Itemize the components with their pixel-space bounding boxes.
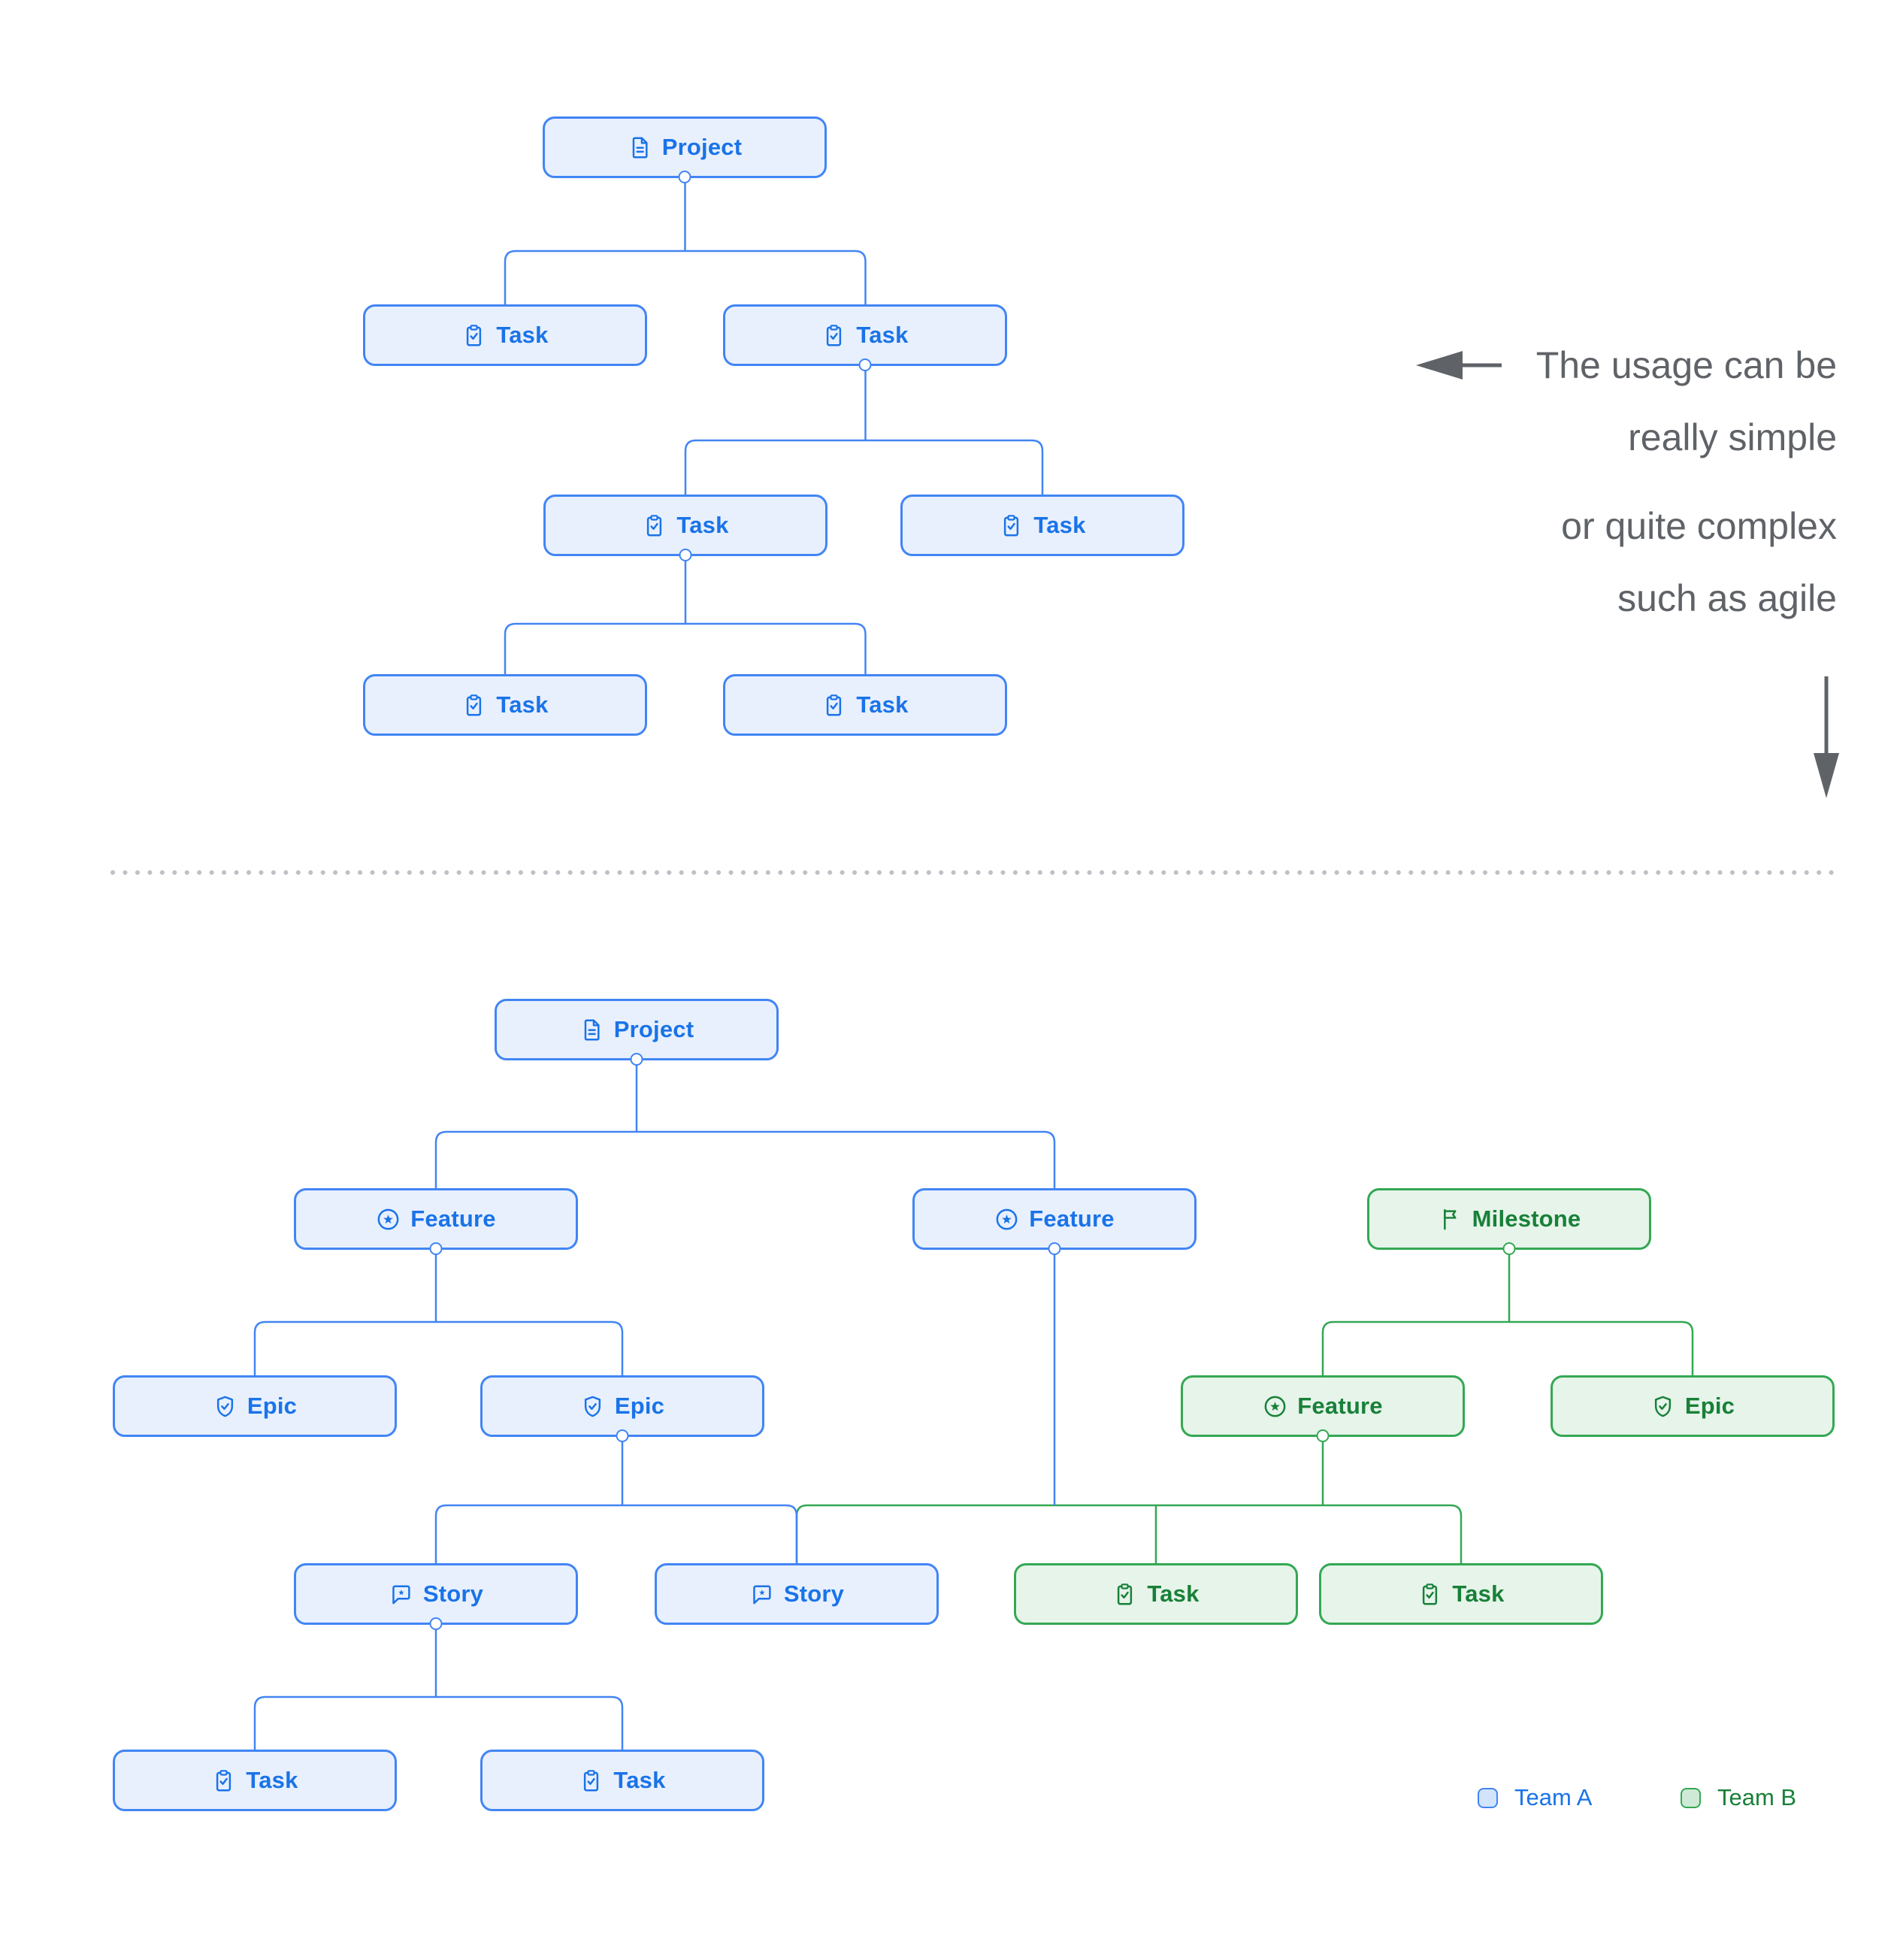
node-feature-team-b: Feature — [1181, 1375, 1465, 1442]
connector-dot — [616, 1429, 629, 1442]
node-task-4: Task — [900, 495, 1184, 556]
node-task-7: Task — [113, 1750, 397, 1811]
connector-dot — [1048, 1242, 1061, 1255]
node-story-2: Story — [655, 1563, 939, 1625]
node-epic-2: Epic — [480, 1375, 764, 1442]
node-label: Task — [676, 512, 729, 538]
story-icon — [749, 1582, 774, 1607]
node-label: Task — [1033, 512, 1086, 538]
node-label: Task — [496, 691, 549, 718]
task-icon — [642, 513, 667, 538]
green-connectors — [795, 1250, 1694, 1563]
node-task-team-b-2: Task — [1319, 1563, 1603, 1625]
node-label: Feature — [410, 1205, 496, 1232]
annotation-line: such as agile — [1617, 577, 1837, 619]
down-arrow-icon — [1814, 676, 1839, 798]
team-b-label: Team B — [1717, 1784, 1797, 1810]
feature-icon — [1263, 1394, 1287, 1419]
connector-dot — [679, 549, 692, 561]
feature-icon — [994, 1207, 1019, 1232]
connector-dot — [429, 1617, 443, 1630]
task-icon — [461, 693, 486, 718]
node-task-1: Task — [363, 304, 647, 366]
feature-icon — [376, 1207, 401, 1232]
node-epic-team-b: Epic — [1551, 1375, 1835, 1437]
node-task-8: Task — [480, 1750, 764, 1811]
connector-dot — [630, 1053, 643, 1066]
blue-connectors — [253, 178, 1056, 1750]
task-icon — [211, 1768, 236, 1793]
annotation-line: really simple — [1628, 416, 1837, 458]
node-project-simple: Project — [543, 116, 827, 183]
node-project-complex: Project — [495, 999, 779, 1066]
epic-icon — [213, 1394, 237, 1419]
node-label: Task — [1147, 1580, 1200, 1607]
left-arrow-icon — [1416, 351, 1502, 380]
node-story-1: Story — [294, 1563, 578, 1630]
legend-team-b: Team B — [1681, 1784, 1796, 1811]
milestone-icon — [1438, 1207, 1463, 1232]
node-label: Task — [613, 1767, 666, 1793]
epic-icon — [580, 1394, 605, 1419]
annotation-simple: The usage can be really simple — [1536, 329, 1837, 473]
document-icon — [579, 1018, 604, 1042]
task-icon — [1417, 1582, 1442, 1607]
node-label: Milestone — [1472, 1205, 1581, 1232]
connector-dot — [1502, 1242, 1516, 1255]
annotation-line: The usage can be — [1535, 344, 1837, 386]
node-label: Epic — [1684, 1393, 1735, 1419]
node-label: Project — [613, 1016, 694, 1042]
node-label: Task — [496, 322, 549, 348]
node-task-team-b-1: Task — [1014, 1563, 1298, 1625]
connector-dot — [429, 1242, 443, 1255]
document-icon — [628, 135, 652, 160]
task-icon — [579, 1768, 604, 1793]
node-epic-1: Epic — [113, 1375, 397, 1437]
node-label: Task — [246, 1767, 298, 1793]
task-icon — [461, 323, 486, 348]
node-label: Task — [856, 691, 909, 718]
node-feature-1: Feature — [294, 1188, 578, 1255]
node-label: Task — [856, 322, 909, 348]
node-label: Feature — [1297, 1393, 1383, 1419]
annotation-complex: or quite complex such as agile — [1561, 490, 1837, 634]
legend-team-a: Team A — [1478, 1784, 1592, 1811]
connector-dot — [858, 358, 872, 371]
task-icon — [821, 323, 846, 348]
team-a-label: Team A — [1514, 1784, 1593, 1810]
node-label: Feature — [1029, 1205, 1115, 1232]
node-label: Story — [422, 1580, 484, 1607]
annotation-line: or quite complex — [1561, 505, 1837, 547]
task-icon — [1112, 1582, 1137, 1607]
team-a-swatch — [1478, 1787, 1498, 1808]
connector-dot — [1316, 1429, 1330, 1442]
node-label: Project — [661, 134, 743, 160]
node-task-2: Task — [723, 304, 1007, 371]
node-label: Epic — [247, 1393, 298, 1419]
epic-icon — [1650, 1394, 1675, 1419]
task-icon — [999, 513, 1024, 538]
connector-dot — [678, 171, 691, 183]
story-icon — [389, 1582, 413, 1607]
node-label: Task — [1452, 1580, 1505, 1607]
node-task-6: Task — [723, 674, 1007, 736]
team-b-swatch — [1681, 1787, 1701, 1808]
node-milestone: Milestone — [1367, 1188, 1651, 1255]
node-task-5: Task — [363, 674, 647, 736]
node-task-3: Task — [543, 495, 827, 561]
node-label: Story — [783, 1580, 845, 1607]
task-icon — [821, 693, 846, 718]
node-label: Epic — [614, 1393, 665, 1419]
node-feature-2: Feature — [912, 1188, 1197, 1255]
